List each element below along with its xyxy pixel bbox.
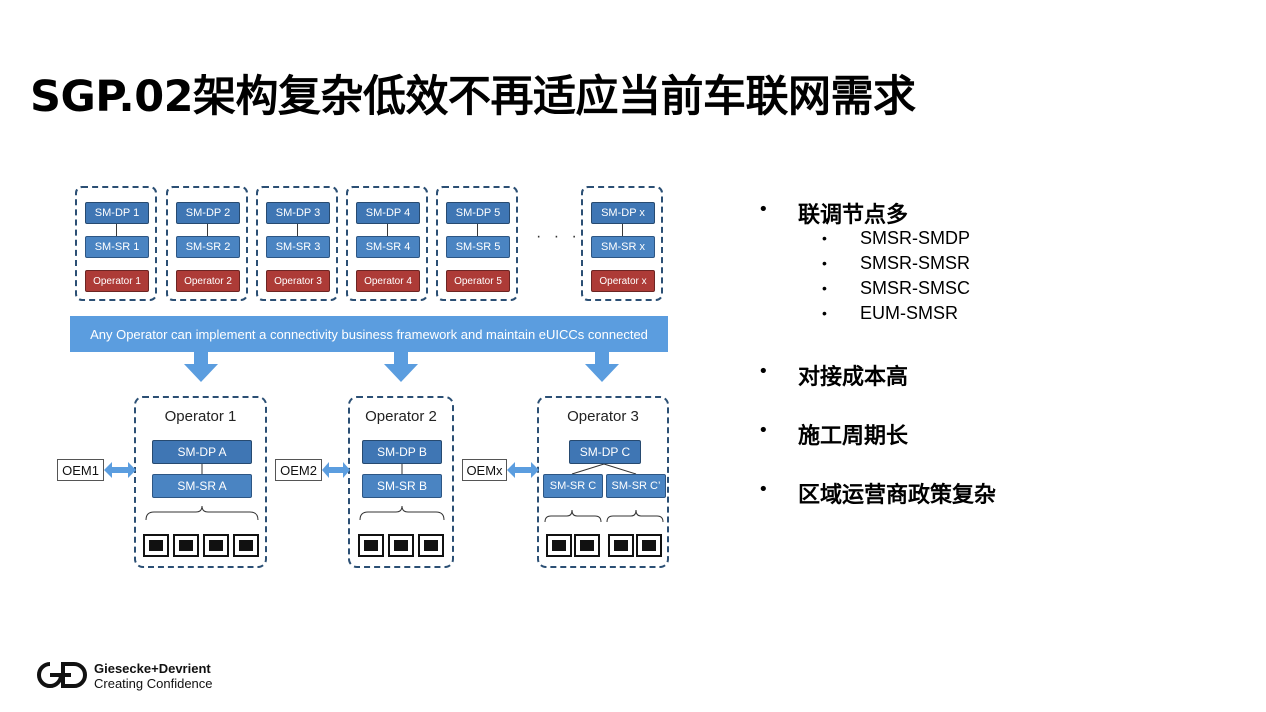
- sm-sr-node: SM-SR B: [362, 474, 442, 498]
- operator-2-graphics: [358, 464, 445, 557]
- operator-3-graphics: [544, 463, 664, 557]
- brand-tagline: Creating Confidence: [94, 676, 213, 691]
- sm-sr-node: SM-SR C: [543, 474, 603, 498]
- sub-bullet-text: EUM-SMSR: [860, 303, 958, 323]
- bottom-operator-3: Operator 3 SM-DP C SM-SR C SM-SR C’: [537, 396, 669, 568]
- operator-title: Operator 2: [365, 408, 437, 425]
- bottom-operator-1: Operator 1 SM-DP A SM-SR A: [134, 396, 267, 568]
- operator-node: Operator 2: [176, 270, 240, 292]
- bullet-text: 对接成本高: [798, 365, 909, 390]
- sm-dp-node: SM-DP C: [569, 440, 641, 464]
- euicc-chip-icons: [546, 534, 662, 557]
- bullet-glyph: •: [758, 361, 769, 382]
- operator-node: Operator 5: [446, 270, 510, 292]
- double-arrow-icon: [104, 462, 136, 478]
- connector-line: [622, 224, 623, 236]
- sm-dp-node: SM-DP B: [362, 440, 442, 464]
- double-arrow-icon: [322, 462, 350, 478]
- operator-node: Operator 4: [356, 270, 420, 292]
- brand-name: Giesecke+Devrient: [94, 661, 211, 676]
- top-group-1: SM-DP 1 SM-SR 1 Operator 1: [75, 186, 157, 301]
- bullet-glyph: •: [758, 199, 769, 220]
- sub-bullet-text: SMSR-SMDP: [860, 228, 971, 248]
- sm-dp-node: SM-DP 4: [356, 202, 420, 224]
- sm-sr-node: SM-SR 3: [266, 236, 330, 258]
- euicc-chip-icons: [358, 534, 444, 557]
- down-arrow-icon: [585, 352, 619, 382]
- sm-sr-node: SM-SR x: [591, 236, 655, 258]
- bullet-glyph: •: [758, 420, 769, 441]
- sm-dp-node: SM-DP x: [591, 202, 655, 224]
- bullet-text: 区域运营商政策复杂: [798, 483, 997, 508]
- operator-title: Operator 1: [164, 408, 237, 425]
- oem-box: OEM2: [275, 459, 322, 481]
- connector-line: [477, 224, 478, 236]
- connector-line: [116, 224, 117, 236]
- connectivity-banner: Any Operator can implement a connectivit…: [70, 316, 668, 352]
- bullet-glyph: •: [822, 305, 827, 321]
- sm-sr-node: SM-SR 4: [356, 236, 420, 258]
- sm-sr-node: SM-SR 5: [446, 236, 510, 258]
- sm-sr-node: SM-SR A: [152, 474, 252, 498]
- sub-bullet-text: SMSR-SMSC: [860, 278, 971, 298]
- top-group-x: SM-DP x SM-SR x Operator x: [581, 186, 663, 301]
- bullet-text: 施工周期长: [798, 424, 909, 449]
- down-arrow-icon: [384, 352, 418, 382]
- bullet-glyph: •: [822, 255, 827, 271]
- sm-sr-node: SM-SR C’: [606, 474, 666, 498]
- slide-title: SGP.02架构复杂低效不再适应当前车联网需求: [30, 72, 916, 122]
- oem-box: OEM1: [57, 459, 104, 481]
- operator-node: Operator 1: [85, 270, 149, 292]
- down-arrow-icon: [184, 352, 218, 382]
- euicc-chip-icons: [143, 534, 259, 557]
- operator-node: Operator x: [591, 270, 655, 292]
- sm-dp-node: SM-DP 3: [266, 202, 330, 224]
- bullet-glyph: •: [822, 280, 827, 296]
- operator-1-graphics: [143, 464, 259, 557]
- double-arrow-icon: [507, 462, 539, 478]
- sm-dp-node: SM-DP 2: [176, 202, 240, 224]
- connector-line: [387, 224, 388, 236]
- sm-dp-node: SM-DP A: [152, 440, 252, 464]
- sm-dp-node: SM-DP 5: [446, 202, 510, 224]
- oem-box: OEMx: [462, 459, 507, 481]
- ellipsis: · · ·: [536, 228, 581, 245]
- bullet-text: 联调节点多: [798, 203, 909, 228]
- sm-sr-node: SM-SR 1: [85, 236, 149, 258]
- bullet-glyph: •: [758, 479, 769, 500]
- top-group-5: SM-DP 5 SM-SR 5 Operator 5: [436, 186, 518, 301]
- connector-line: [297, 224, 298, 236]
- top-group-3: SM-DP 3 SM-SR 3 Operator 3: [256, 186, 338, 301]
- connector-line: [207, 224, 208, 236]
- sub-bullet-text: SMSR-SMSR: [860, 253, 971, 273]
- top-group-2: SM-DP 2 SM-SR 2 Operator 2: [166, 186, 248, 301]
- sm-dp-node: SM-DP 1: [85, 202, 149, 224]
- top-group-4: SM-DP 4 SM-SR 4 Operator 4: [346, 186, 428, 301]
- operator-node: Operator 3: [266, 270, 330, 292]
- gd-logo-icon: [37, 662, 87, 688]
- operator-title: Operator 3: [567, 408, 639, 425]
- sm-sr-node: SM-SR 2: [176, 236, 240, 258]
- bullet-glyph: •: [822, 230, 827, 246]
- bottom-operator-2: Operator 2 SM-DP B SM-SR B: [348, 396, 454, 568]
